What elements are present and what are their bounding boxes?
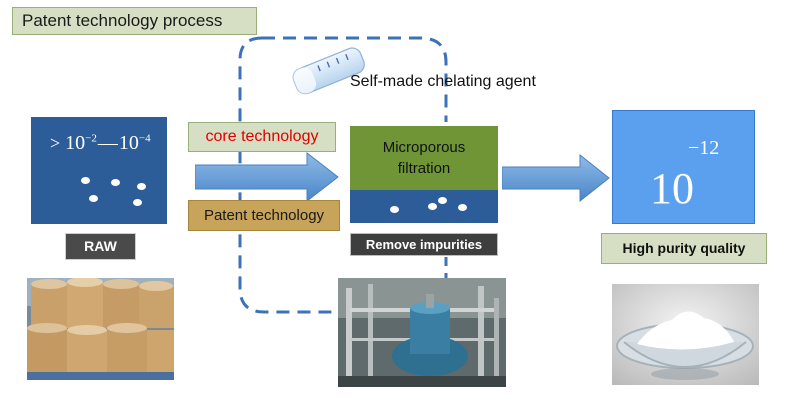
process-title: Patent technology process <box>12 7 257 35</box>
raw-material-box <box>31 117 167 224</box>
microporous-filtration-box: Microporous filtration <box>350 126 498 190</box>
result-base: 10 <box>650 164 694 213</box>
high-purity-quality-label: High purity quality <box>601 233 767 264</box>
filtration-line2: filtration <box>397 160 451 177</box>
high-purity-result-box: 10 −12 <box>612 110 755 224</box>
result-exponent: −12 <box>688 137 720 159</box>
core-technology-label: core technology <box>188 122 336 152</box>
filtration-line1: Microporous <box>382 139 466 156</box>
white-powder-bowl-photo <box>612 284 759 385</box>
remove-impurities-label: Remove impurities <box>350 233 498 256</box>
patent-technology-label: Patent technology <box>188 200 340 231</box>
arrow-raw-to-filtration <box>195 152 339 202</box>
raw-label: RAW <box>65 233 136 260</box>
arrow-filtration-to-result <box>502 154 610 202</box>
reactor-equipment-photo <box>338 278 506 387</box>
graduated-cylinder-icon <box>292 47 365 95</box>
chelating-agent-label: Self-made chelating agent <box>350 73 536 90</box>
filtration-output-box <box>350 190 498 223</box>
drums-photo <box>27 278 174 380</box>
raw-concentration-formula: >10−2—10−4 <box>50 132 151 154</box>
